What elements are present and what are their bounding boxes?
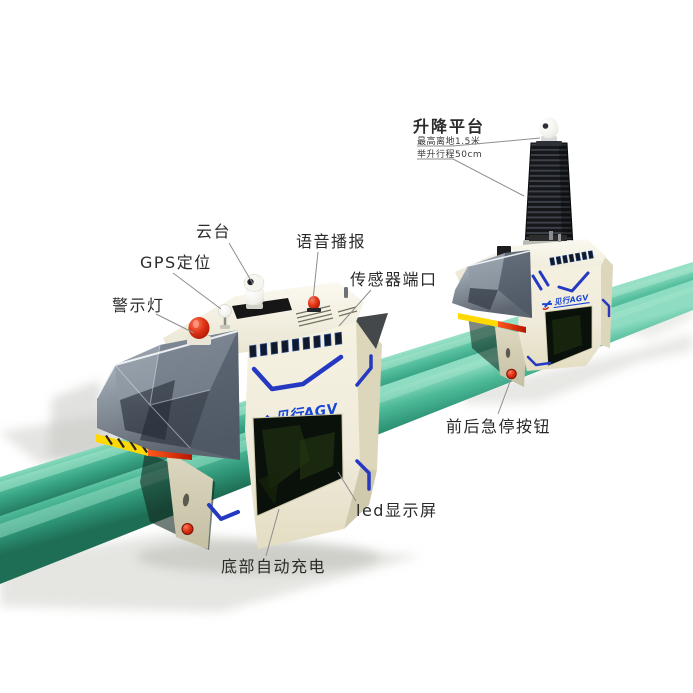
label-voice: 语音播报: [296, 232, 366, 251]
label-lift-note-height: 最高离地1.5米: [417, 135, 480, 147]
leader-voice: [312, 251, 319, 301]
leader-estop: [497, 378, 512, 415]
label-led-screen: led显示屏: [356, 501, 437, 520]
label-sensor-ports: 传感器端口: [350, 270, 438, 289]
rear-side-panel: [495, 327, 527, 387]
rear-bumper-red: [498, 321, 526, 333]
led-display: [252, 413, 344, 517]
rear-dome-window: [452, 250, 532, 318]
label-lift-note-travel: 举升行程50cm: [417, 148, 482, 160]
rear-antenna-stub-2: [558, 234, 561, 242]
leader-lift-top: [417, 137, 541, 147]
rear-antenna-stub: [549, 231, 553, 240]
label-estop: 前后急停按钮: [446, 417, 551, 436]
leader-gps: [172, 272, 222, 310]
charge-button: [181, 523, 194, 535]
lift-top-camera: [536, 117, 562, 146]
leader-charging: [265, 508, 280, 557]
leader-warning-light: [155, 313, 195, 334]
label-gps: GPS定位: [140, 253, 212, 272]
ground-shadows: [0, 302, 693, 612]
label-charging: 底部自动充电: [221, 557, 326, 576]
estop-button: [506, 368, 517, 380]
warning-light: [187, 317, 211, 345]
dome-window: [96, 330, 240, 460]
agv-rear: 见行AGV: [452, 117, 613, 387]
leader-gimbal: [228, 242, 254, 285]
rear-blue-accents: [526, 270, 611, 367]
leader-sensor-ports: [338, 289, 372, 327]
front-body-dark-wedge: [354, 313, 388, 349]
front-panel-slot: [182, 493, 190, 507]
label-lift-platform: 升降平台: [413, 117, 485, 136]
rear-screen-glare: [552, 315, 582, 355]
label-warning-light: 警示灯: [112, 296, 165, 315]
gimbal-camera: [243, 274, 265, 309]
leader-led-screen: [337, 471, 357, 502]
voice-beacon: [307, 296, 321, 312]
antenna-stub: [344, 287, 348, 298]
rear-underbody-shadow: [468, 315, 502, 372]
agv-front: 见行AGV: [96, 274, 388, 550]
lift-mount-collar: [529, 235, 567, 241]
label-gimbal: 云台: [196, 222, 231, 241]
gps-dome: [218, 304, 232, 329]
front-body-right-facet: [356, 321, 382, 470]
leader-lift-travel: [417, 158, 525, 197]
rear-brand-logo: 见行AGV: [542, 293, 590, 310]
rear-panel-slot: [505, 348, 511, 358]
sensor-ports: [249, 331, 343, 358]
rear-body-right-facet: [601, 253, 613, 348]
rear-bumper-yellow: [458, 313, 498, 327]
rear-sensor-ports: [549, 250, 594, 266]
brand-logo-icon: [542, 300, 553, 308]
lift-bellows-shade: [559, 143, 573, 246]
callouts: 升降平台 最高离地1.5米 举升行程50cm 云台 GPS定位 语音播报 传感器…: [112, 117, 551, 576]
front-side-panel: [166, 450, 213, 549]
